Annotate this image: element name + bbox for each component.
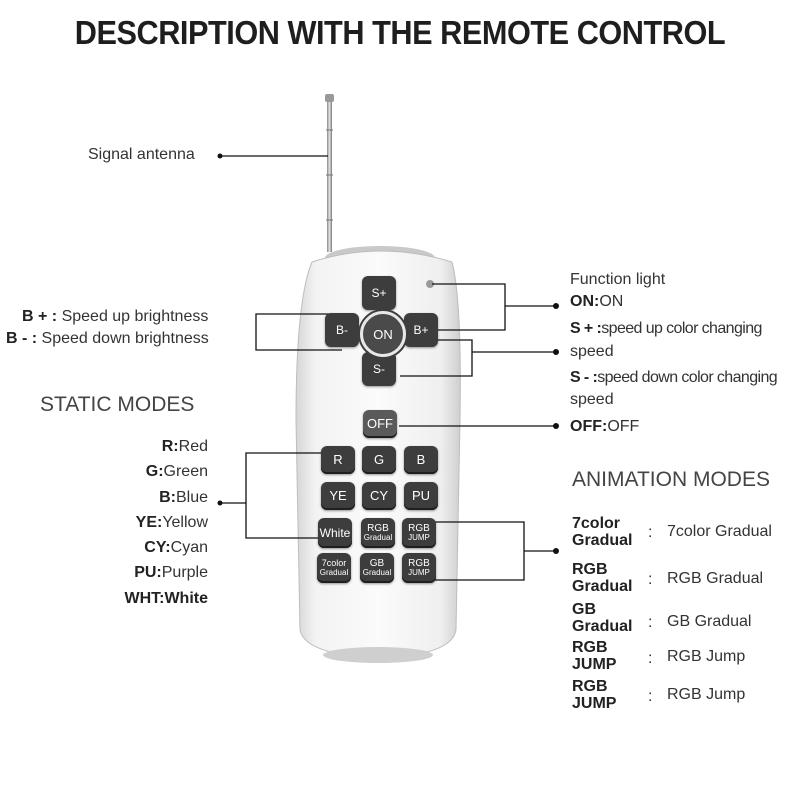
animation-mode-sep: :: [648, 614, 653, 631]
static-mode-item: PU:Purple: [134, 564, 208, 582]
rgb-jump2-line2: JUMP: [408, 568, 430, 577]
animation-mode-item: RGB JUMP: [572, 639, 617, 673]
s-minus-cont: speed: [570, 391, 614, 408]
rgb-gradual-button[interactable]: RGB Gradual: [361, 518, 395, 548]
b-minus-desc: Speed down brightness: [37, 330, 209, 347]
b-plus-button[interactable]: B+: [404, 313, 438, 347]
cy-button[interactable]: CY: [362, 482, 396, 510]
animation-mode-desc: RGB Jump: [667, 648, 746, 665]
pu-button[interactable]: PU: [404, 482, 438, 510]
static-mode-item: R:Red: [161, 438, 208, 455]
animation-mode-sep: :: [648, 650, 653, 667]
on-button[interactable]: ON: [360, 311, 406, 357]
rgb-jump-line2: JUMP: [408, 533, 430, 542]
animation-mode-desc: RGB Gradual: [667, 570, 764, 587]
b-plus-key: B + :: [22, 308, 58, 325]
s-plus-cont: speed: [570, 343, 614, 360]
b-minus-label-text: B - : Speed down brightness: [6, 330, 209, 348]
b-minus-button[interactable]: B-: [325, 313, 359, 347]
gb-line1: GB: [369, 558, 385, 569]
s-minus-button[interactable]: S-: [362, 352, 396, 386]
b-button[interactable]: B: [404, 446, 438, 474]
animation-mode-item: RGB Gradual: [572, 561, 633, 595]
rgb-jump2-line1: RGB: [408, 558, 430, 569]
animation-mode-item: RGB JUMP: [572, 678, 617, 712]
b-plus-desc: Speed up brightness: [57, 308, 209, 325]
on-label: ON:ON: [570, 293, 624, 310]
rgb-jump2-button[interactable]: RGB JUMP: [402, 553, 436, 583]
signal-antenna-label: Signal antenna: [88, 146, 195, 163]
animation-modes-heading: ANIMATION MODES: [572, 468, 770, 491]
rgb-jump-line1: RGB: [408, 523, 430, 534]
g-button[interactable]: G: [362, 446, 396, 474]
s-minus-label-text: S - :speed down color changing: [570, 369, 778, 386]
white-button[interactable]: White: [318, 518, 352, 548]
animation-mode-sep: :: [648, 688, 653, 705]
rgb-gradual-line1: RGB: [367, 523, 389, 534]
gb-gradual-button[interactable]: GB Gradual: [360, 553, 394, 583]
r-button[interactable]: R: [321, 446, 355, 474]
b-minus-label: B-: [336, 323, 348, 337]
b-plus-label-text: B + : Speed up brightness: [22, 308, 208, 326]
connector-lines: [220, 155, 556, 581]
static-mode-item: G:Green: [145, 463, 208, 481]
animation-mode-desc: 7color Gradual: [667, 523, 772, 540]
ye-button[interactable]: YE: [321, 482, 355, 510]
function-light-label: Function light: [570, 271, 666, 288]
connector-dots: [217, 153, 559, 554]
b-minus-key: B - :: [6, 330, 38, 347]
b-plus-label: B+: [413, 323, 429, 337]
animation-mode-desc: RGB Jump: [667, 686, 746, 703]
rgb-gradual-line2: Gradual: [363, 533, 393, 542]
static-mode-item: B:Blue: [159, 488, 208, 506]
function-light: [426, 280, 434, 288]
rgb-jump-button[interactable]: RGB JUMP: [402, 518, 436, 548]
7color-gradual-button[interactable]: 7color Gradual: [317, 553, 351, 583]
static-mode-item: YE:Yellow: [135, 513, 208, 531]
static-mode-item: WHT:White: [124, 589, 208, 607]
static-mode-item: CY:Cyan: [144, 539, 208, 557]
page-title: DESCRIPTION WITH THE REMOTE CONTROL: [74, 14, 726, 51]
animation-mode-item: GB Gradual: [572, 601, 633, 635]
s-minus-label: S-: [373, 362, 385, 376]
static-modes-heading: STATIC MODES: [40, 393, 195, 416]
7color-line1: 7color: [321, 558, 347, 568]
animation-mode-item: 7color Gradual: [572, 515, 633, 549]
gb-line2: Gradual: [362, 568, 392, 577]
7color-line2: Gradual: [319, 568, 349, 577]
off-button[interactable]: OFF: [363, 410, 397, 438]
animation-mode-sep: :: [648, 524, 653, 541]
s-plus-label: S+: [371, 286, 387, 300]
static-modes-list: R:Red G:Green B:Blue YE:Yellow CY:Cyan P…: [60, 434, 208, 611]
animation-mode-sep: :: [648, 571, 653, 588]
antenna: [325, 94, 334, 252]
s-plus-label-text: S + :speed up color changing: [570, 320, 762, 337]
animation-mode-desc: GB Gradual: [667, 613, 752, 630]
s-plus-button[interactable]: S+: [362, 276, 396, 310]
off-label: OFF:OFF: [570, 418, 640, 435]
